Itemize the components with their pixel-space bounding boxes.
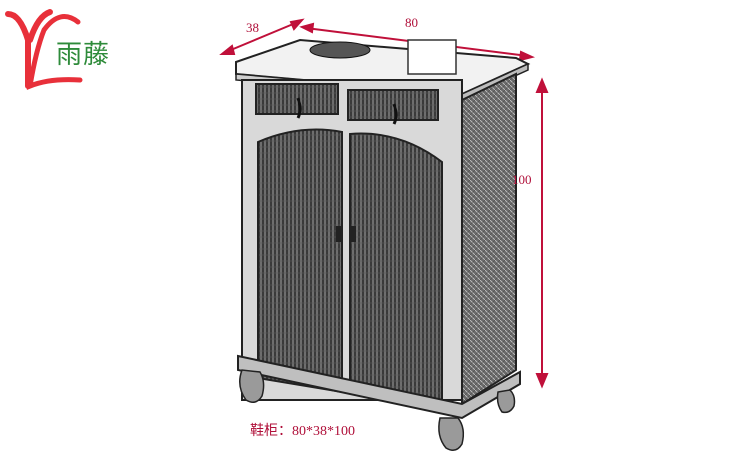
yl-logo-icon <box>5 9 83 90</box>
product-caption: 鞋柜：80*38*100 <box>250 424 355 439</box>
brand-name: 雨藤 <box>56 40 111 70</box>
brand-logo: 雨藤 <box>0 0 130 100</box>
depth-dimension-label: 38 <box>246 20 259 35</box>
height-dimension-label: 100 <box>512 172 532 187</box>
width-dimension-label: 80 <box>405 15 418 30</box>
